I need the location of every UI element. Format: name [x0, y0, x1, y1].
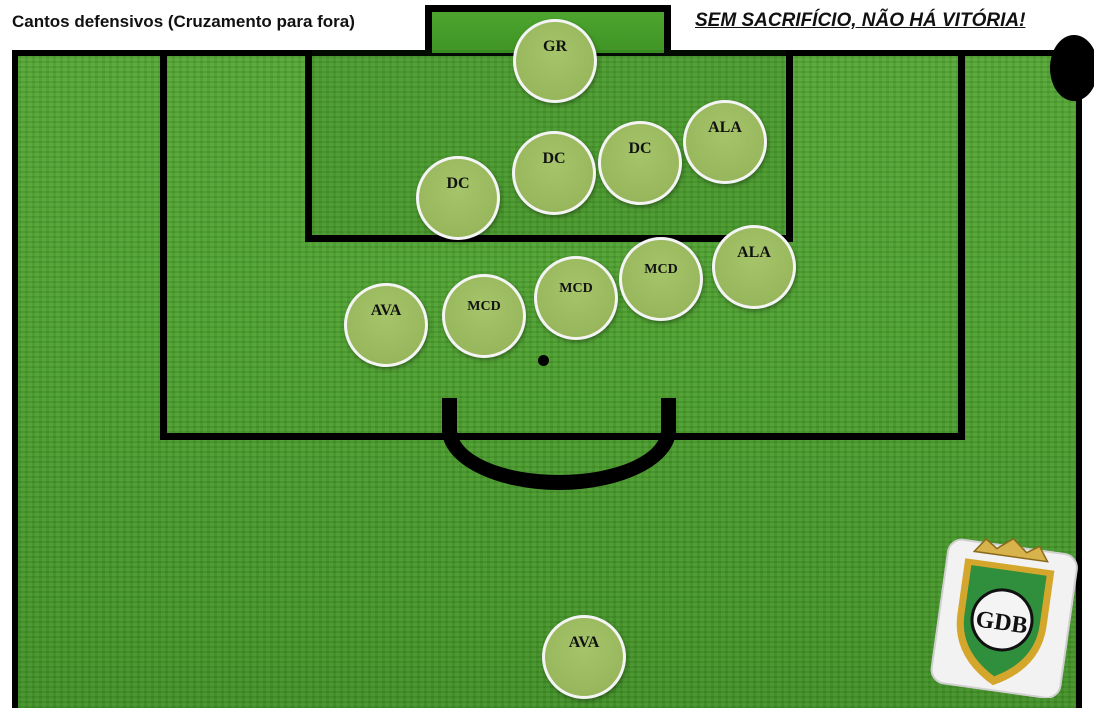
- player-dc-2: DC: [512, 131, 596, 215]
- player-ala-1: ALA: [683, 100, 767, 184]
- club-crest-icon: GDB: [918, 528, 1088, 698]
- penalty-spot: [538, 355, 549, 366]
- player-dc-1: DC: [416, 156, 500, 240]
- player-dc-3: DC: [598, 121, 682, 205]
- player-mcd-3: MCD: [619, 237, 703, 321]
- page-title: Cantos defensivos (Cruzamento para fora): [12, 12, 355, 32]
- motto: SEM SACRIFÍCIO, NÃO HÁ VITÓRIA!: [695, 10, 1025, 32]
- player-ala-2: ALA: [712, 225, 796, 309]
- player-ava-1: AVA: [344, 283, 428, 367]
- player-gr: GR: [513, 19, 597, 103]
- player-mcd-2: MCD: [534, 256, 618, 340]
- corner-flag-icon: [1050, 35, 1094, 101]
- player-mcd-1: MCD: [442, 274, 526, 358]
- player-ava-2: AVA: [542, 615, 626, 699]
